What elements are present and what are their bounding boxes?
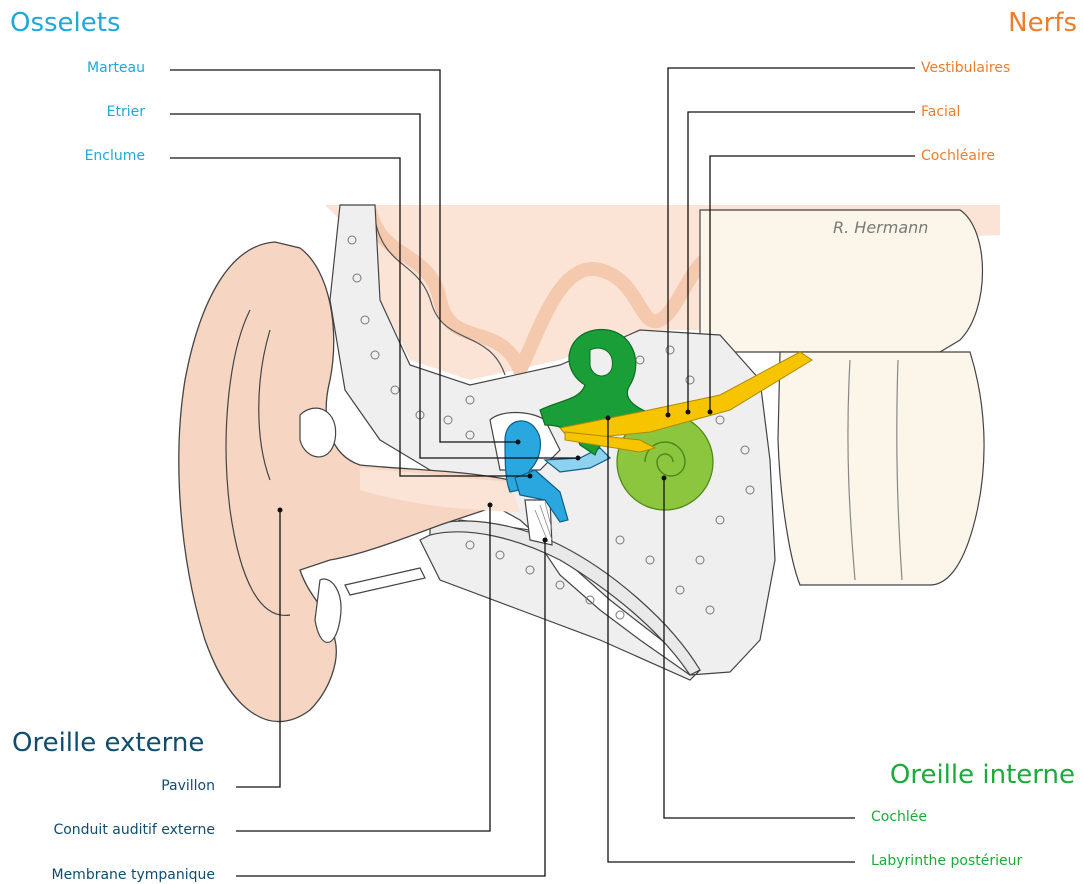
label-vestibulaires: Vestibulaires — [921, 60, 1010, 76]
group-title-inner-ear: Oreille interne — [890, 760, 1075, 790]
label-facial: Facial — [921, 104, 960, 120]
label-pavillon: Pavillon — [161, 778, 215, 794]
label-cochleaire: Cochléaire — [921, 148, 995, 164]
label-conduit: Conduit auditif externe — [53, 822, 215, 838]
lobule-cartilage — [315, 579, 341, 642]
label-enclume: Enclume — [85, 148, 145, 164]
group-title-nerves: Nerfs — [1008, 8, 1077, 38]
group-title-outer-ear: Oreille externe — [12, 728, 204, 758]
canal-hole — [590, 348, 612, 376]
label-cochlee: Cochlée — [871, 809, 927, 825]
group-title-ossicles: Osselets — [10, 8, 121, 38]
label-labyrinthe: Labyrinthe postérieur — [871, 853, 1022, 869]
tragus — [300, 408, 336, 457]
label-membrane: Membrane tympanique — [51, 867, 215, 883]
label-etrier: Etrier — [107, 104, 145, 120]
cartilage-strip — [345, 568, 425, 595]
label-marteau: Marteau — [87, 60, 145, 76]
author-signature: R. Hermann — [833, 218, 928, 237]
